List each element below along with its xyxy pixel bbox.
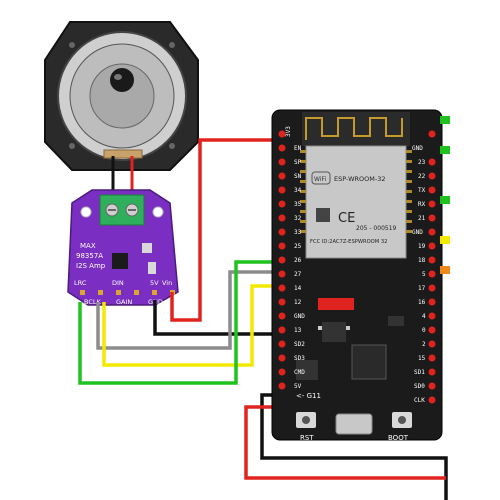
pin-label-27: 27 [294,271,302,278]
pin-label-cmd: CMD [294,369,305,376]
amp-chip-label-2: 98357A [76,252,103,260]
pin-label-3v3: 3V3 [285,126,292,137]
pin-label-17: 17 [418,285,426,292]
amp-pin-din: DIN [112,279,124,287]
pin-label-34: 34 [294,187,302,194]
amp-pin-lrc: LRC [74,279,87,287]
esp32-right-pins: GND 23 22 TX RX 21 GND 19 18 5 17 16 4 0… [412,130,436,404]
pin-label-32: 32 [294,215,302,222]
cert-number: 205 - 000519 [356,225,397,232]
pin-label-0: 0 [422,327,426,334]
pin-label-clk: CLK [414,397,425,404]
wifi-logo: WiFi [314,176,326,183]
pin-label-16: 16 [418,299,426,306]
micro-usb-port[interactable] [335,413,373,435]
pin-label-5: 5 [422,271,426,278]
pin-label-5v: 5V [294,383,302,390]
voltage-regulator [318,298,354,310]
speaker [44,21,199,171]
pin-label-14: 14 [294,285,302,292]
pin-label-sd3: SD3 [294,355,305,362]
pin-label-gnd-right-2: GND [412,229,423,236]
amp-board: MAX 98357A I2S Amp LRC DIN 5V Vin BCLK G… [67,189,179,306]
pin-label-18: 18 [418,257,426,264]
boot-label: BOOT [388,434,409,442]
pin-label-13: 13 [294,327,302,334]
gpio-label: <- G11 [296,392,321,400]
esp32-left-pins: 3V3 EN SP SN 34 35 32 33 25 26 27 14 12 … [278,126,305,390]
pin-label-4: 4 [422,313,426,320]
ce-mark: CE [338,211,355,226]
right-jumper-stubs [440,116,450,274]
pin-label-35: 35 [294,201,302,208]
pin-label-gnd-left: GND [294,313,305,320]
fcc-id: FCC ID:2AC7Z-ESPWROOM 32 [310,239,388,245]
amp-pin-5v: 5V [150,279,159,287]
pin-label-12: 12 [294,299,302,306]
pin-label-en: EN [294,145,302,152]
amp-pin-bclk: BCLK [84,298,102,306]
power-wires [244,393,448,500]
esp32-board: WiFi ESP-WROOM-32 CE 205 - 000519 FCC ID… [271,109,443,442]
usb-chip [351,344,387,380]
pin-label-sd0: SD0 [414,383,425,390]
amp-chip [112,253,128,269]
pin-label-sd2: SD2 [294,341,305,348]
pin-label-26: 26 [294,257,302,264]
pin-label-21: 21 [418,215,426,222]
amp-pin-gain: GAIN [116,298,132,306]
pin-label-sd1: SD1 [414,369,425,376]
pin-label-15: 15 [418,355,426,362]
pin-label-23: 23 [418,159,426,166]
pin-label-19: 19 [418,243,426,250]
pin-label-rx: RX [418,201,426,208]
module-name: ESP-WROOM-32 [334,175,386,183]
pin-label-2: 2 [422,341,426,348]
amp-pin-vin: Vin [162,279,172,287]
amp-subtitle: I2S Amp [76,262,106,270]
pin-label-sp: SP [294,159,302,166]
esp-module-shield [305,145,407,259]
pin-label-25: 25 [294,243,302,250]
amp-chip-label-1: MAX [80,242,96,250]
pin-label-33: 33 [294,229,302,236]
pin-label-22: 22 [418,173,426,180]
pin-label-tx: TX [418,187,426,194]
pin-label-gnd-right: GND [412,145,423,152]
connection-wires [78,138,282,385]
pin-label-sn: SN [294,173,302,180]
rst-label: RST [300,434,314,442]
